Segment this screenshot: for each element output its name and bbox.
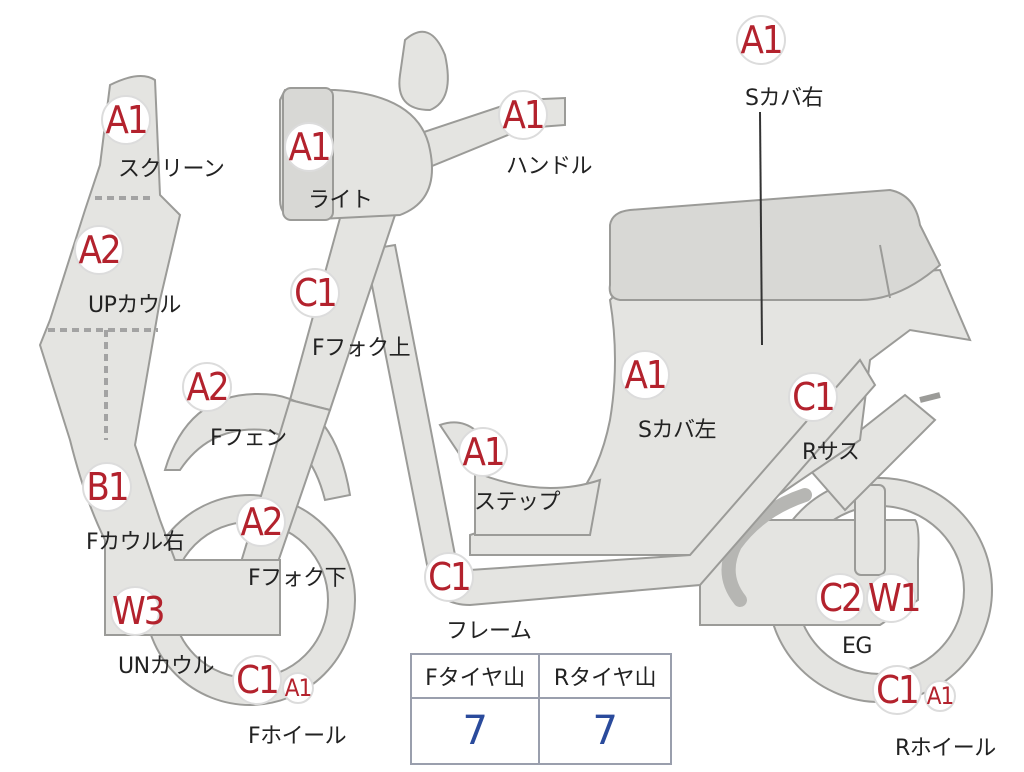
step-grade-badge: A1 [458, 427, 508, 477]
rear-shock-shape [808, 392, 941, 512]
un-cowl-grade-badge: W3 [110, 586, 166, 636]
light-grade-badge: A1 [284, 122, 334, 172]
s-cover-right-label: Sカバ右 [745, 86, 823, 111]
engine-label: EG [842, 634, 872, 659]
tire-tread-table: Fタイヤ山 Rタイヤ山 7 7 [409, 653, 672, 765]
frame-grade-badge: C1 [424, 552, 474, 602]
r-wheel-secondary-grade-badge: A1 [924, 680, 956, 712]
f-tire-value: 7 [409, 697, 541, 765]
step-shape [438, 421, 602, 536]
r-suspension-grade-badge: C1 [788, 372, 838, 422]
up-cowl-label: UPカウル [88, 293, 181, 318]
un-cowl-label: UNカウル [118, 654, 215, 679]
r-tire-value: 7 [538, 697, 672, 765]
r-suspension-label: Rサス [802, 440, 860, 465]
f-tire-header: Fタイヤ山 [409, 653, 541, 699]
light-label: ライト [308, 188, 373, 213]
f-fender-grade-badge: A2 [182, 362, 232, 412]
f-fork-upper-label: Fフォク上 [312, 336, 411, 361]
f-cowl-right-grade-badge: B1 [82, 462, 132, 512]
step-label: ステップ [474, 490, 561, 515]
f-fork-lower-label: Fフォク下 [248, 566, 347, 591]
f-fork-lower-grade-badge: A2 [236, 497, 286, 547]
frame-label: フレーム [446, 619, 532, 644]
up-cowl-grade-badge: A2 [74, 225, 124, 275]
f-wheel-secondary-grade-badge: A1 [282, 672, 314, 704]
r-wheel-grade-badge: C1 [872, 665, 922, 715]
screen-grade-badge: A1 [101, 95, 151, 145]
f-wheel-grade-badge: C1 [232, 655, 282, 705]
s-cover-right-leader [759, 111, 763, 346]
r-wheel-label: Rホイール [895, 736, 996, 761]
engine-secondary-grade-badge: W1 [866, 573, 922, 623]
engine-grade-badge: C2 [815, 573, 865, 623]
f-cowl-right-label: Fカウル右 [86, 530, 185, 555]
tire-table-header-row: Fタイヤ山 Rタイヤ山 [409, 653, 672, 699]
f-fork-upper-grade-badge: C1 [290, 268, 340, 318]
s-cover-left-label: Sカバ左 [638, 418, 716, 443]
screen-label: スクリーン [118, 157, 225, 182]
engine-shape [699, 484, 920, 626]
s-cover-right-grade-badge: A1 [736, 15, 786, 65]
f-wheel-label: Fホイール [248, 724, 347, 749]
s-cover-left-grade-badge: A1 [620, 350, 670, 400]
handle-label: ハンドル [506, 154, 593, 179]
tire-table-value-row: 7 7 [409, 697, 672, 765]
f-fender-label: Fフェン [210, 426, 287, 451]
r-tire-header: Rタイヤ山 [538, 653, 672, 699]
handle-grade-badge: A1 [498, 90, 548, 140]
